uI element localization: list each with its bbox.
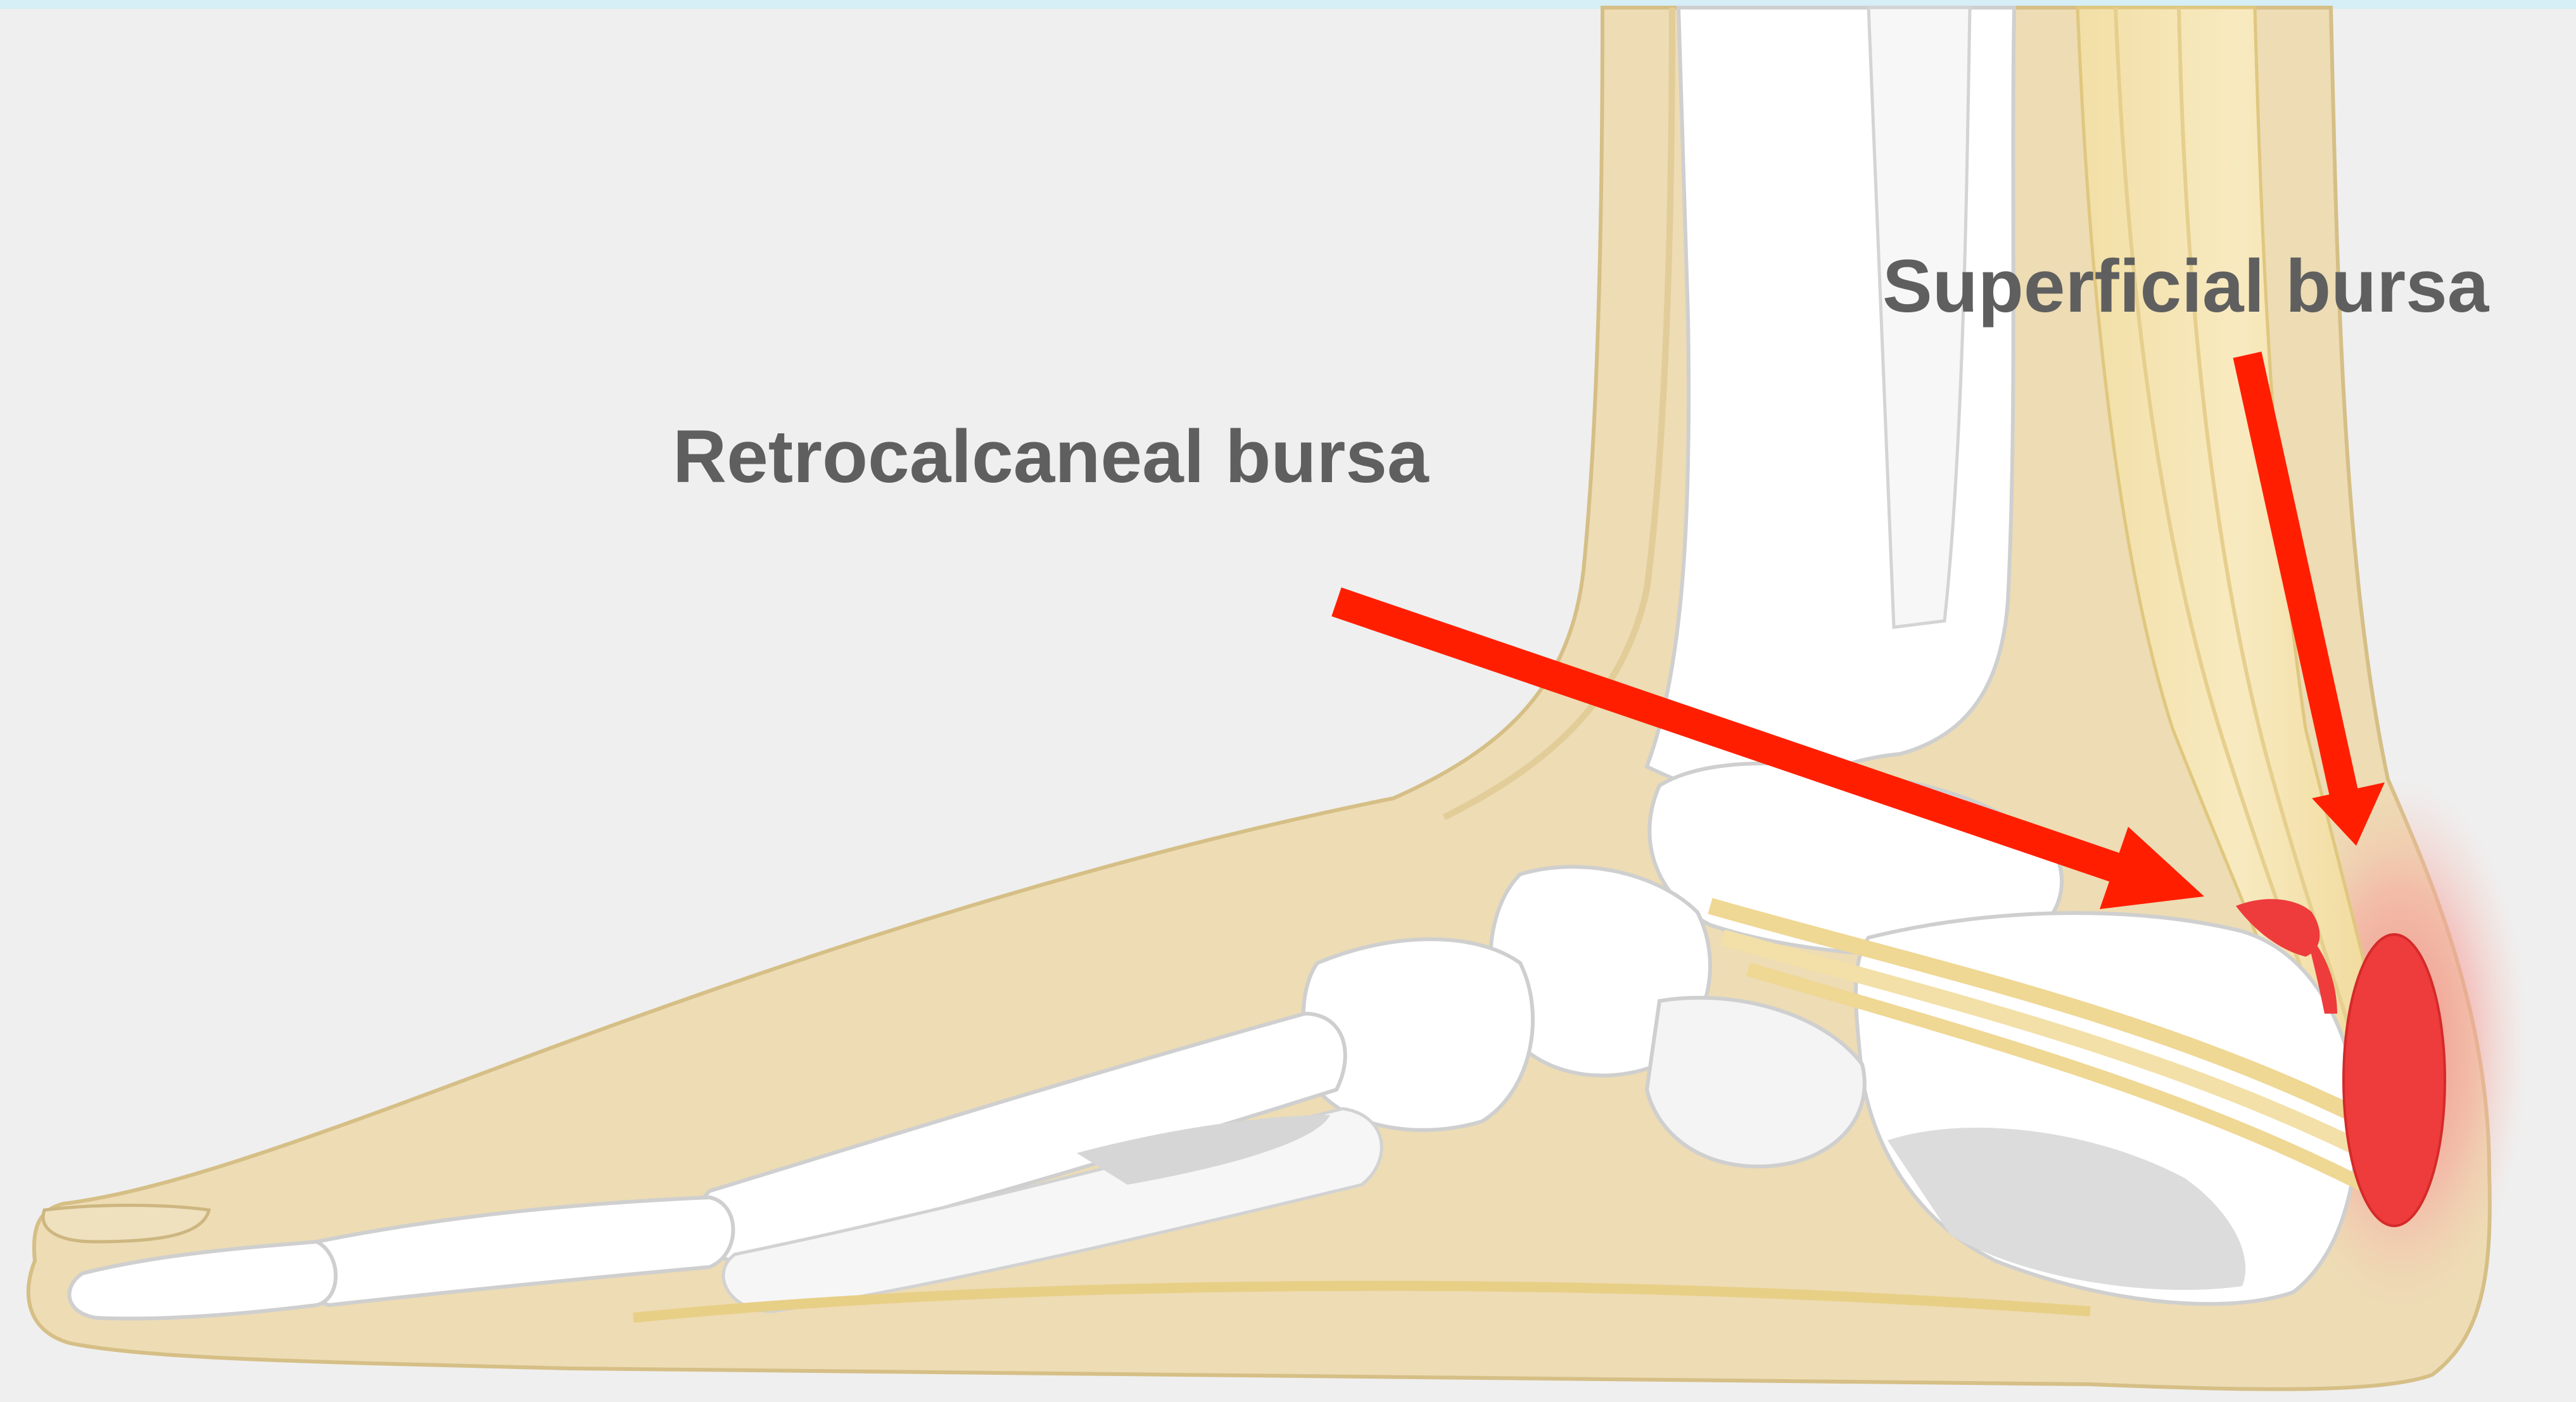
superficial-bursa-label: Superficial bursa <box>1882 249 2489 324</box>
retrocalcaneal-bursa-label: Retrocalcaneal bursa <box>673 419 1429 494</box>
superficial-bursa <box>2344 934 2445 1226</box>
